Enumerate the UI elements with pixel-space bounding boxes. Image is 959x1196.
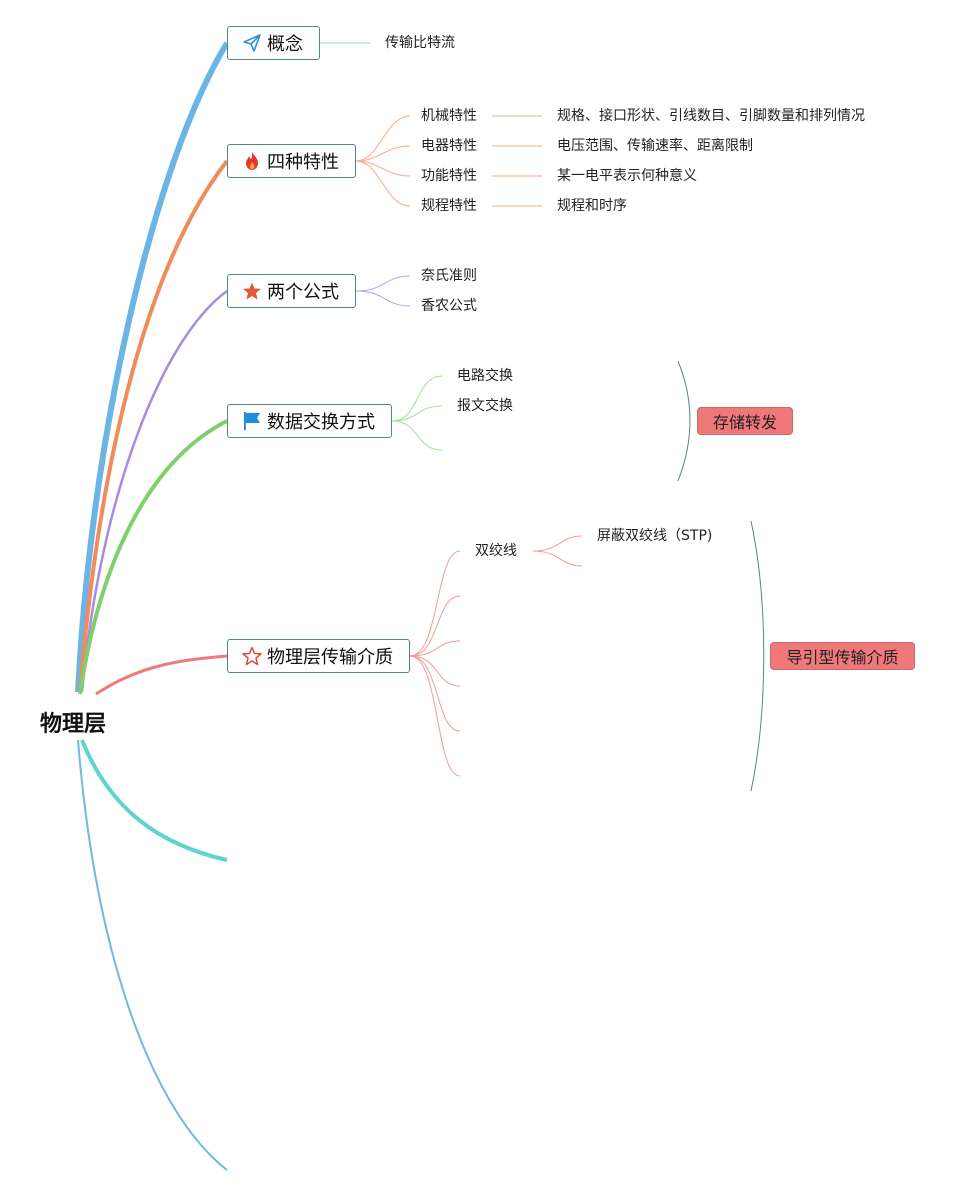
leaf-four-name-4[interactable]: 规程特性 [421,198,477,214]
leaf-twisted-pair[interactable]: 双绞线 [475,543,517,559]
topic-transmission-medium[interactable]: 物理层传输介质 [227,639,410,673]
topic-label: 物理层传输介质 [267,647,393,668]
topic-label: 四种特性 [267,152,339,173]
leaf-concept-1[interactable]: 传输比特流 [385,35,455,51]
leaf-exchange-1[interactable]: 电路交换 [457,368,513,384]
leaf-four-detail-1[interactable]: 规格、接口形状、引线数目、引脚数量和排列情况 [557,108,865,124]
leaf-exchange-2[interactable]: 报文交换 [457,398,513,414]
summary-store-and-forward[interactable]: 存储转发 [697,407,793,435]
leaf-formula-1[interactable]: 奈氏准则 [421,268,477,284]
leaf-four-detail-3[interactable]: 某一电平表示何种意义 [557,168,697,184]
branch-medium [95,654,228,696]
topic-data-exchange[interactable]: 数据交换方式 [227,404,392,438]
branch-empty-blue [77,739,228,1171]
leaf-stp[interactable]: 屏蔽双绞线（STP) [597,528,713,544]
summary-bracket-exchange [677,360,691,482]
leaf-formula-2[interactable]: 香农公式 [421,298,477,314]
root-topic[interactable]: 物理层 [40,712,107,737]
star-icon [242,281,262,301]
paper-plane-icon [242,33,262,53]
topic-four-characteristics[interactable]: 四种特性 [227,144,356,178]
star-outline-icon [242,646,262,666]
summary-bracket-medium [750,520,765,792]
topic-label: 概念 [267,34,303,55]
leaf-four-detail-4[interactable]: 规程和时序 [557,198,627,214]
leaf-four-detail-2[interactable]: 电压范围、传输速率、距离限制 [557,138,753,154]
topic-concept[interactable]: 概念 [227,26,320,60]
branch-exchange [78,419,228,695]
branch-empty-teal [80,739,228,862]
topic-two-formulas[interactable]: 两个公式 [227,274,356,308]
topic-label: 数据交换方式 [267,412,375,433]
fire-icon [242,151,262,171]
branch-four [78,159,229,693]
topic-label: 两个公式 [267,282,339,303]
flag-icon [242,411,262,431]
leaf-four-name-2[interactable]: 电器特性 [421,138,477,154]
leaf-four-name-1[interactable]: 机械特性 [421,108,477,124]
leaf-four-name-3[interactable]: 功能特性 [421,168,477,184]
summary-guided-medium[interactable]: 导引型传输介质 [770,642,915,670]
branch-concept [75,41,230,693]
branch-formula [80,289,228,693]
